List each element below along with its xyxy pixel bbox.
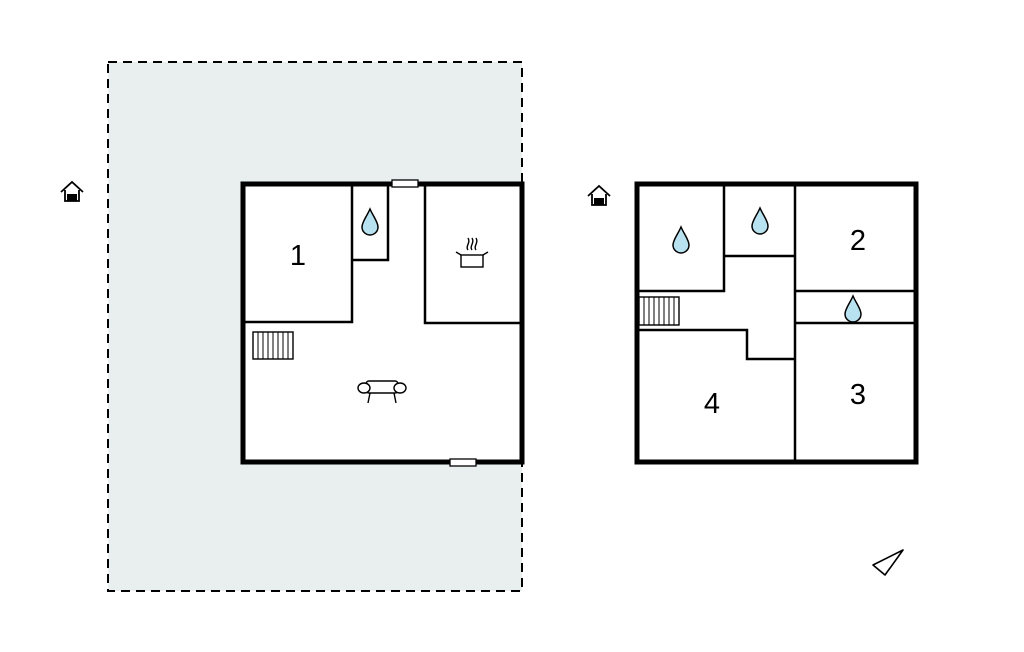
north-arrow-icon — [872, 549, 904, 576]
upper-floor-interior-walls — [637, 184, 916, 462]
room-label-3: 3 — [850, 379, 866, 411]
ground-floor: 1 — [60, 61, 525, 592]
upper-floor-outer-wall — [634, 181, 919, 465]
ground-floor-interior-walls — [243, 184, 522, 325]
room-label-4: 4 — [704, 388, 720, 420]
room-label-1: 1 — [290, 240, 306, 272]
stairs-icon — [252, 331, 294, 360]
cooking-pot-icon — [455, 237, 489, 268]
sofa-icon — [357, 380, 407, 404]
room-label-2: 2 — [850, 225, 866, 257]
ground-floor-outer-wall — [240, 181, 525, 465]
house-icon — [60, 181, 84, 202]
door-top — [391, 179, 419, 188]
door-bottom — [449, 458, 477, 467]
stairs-icon — [638, 296, 680, 326]
house-icon — [587, 185, 611, 206]
upper-floor: 2 3 4 — [587, 181, 919, 465]
